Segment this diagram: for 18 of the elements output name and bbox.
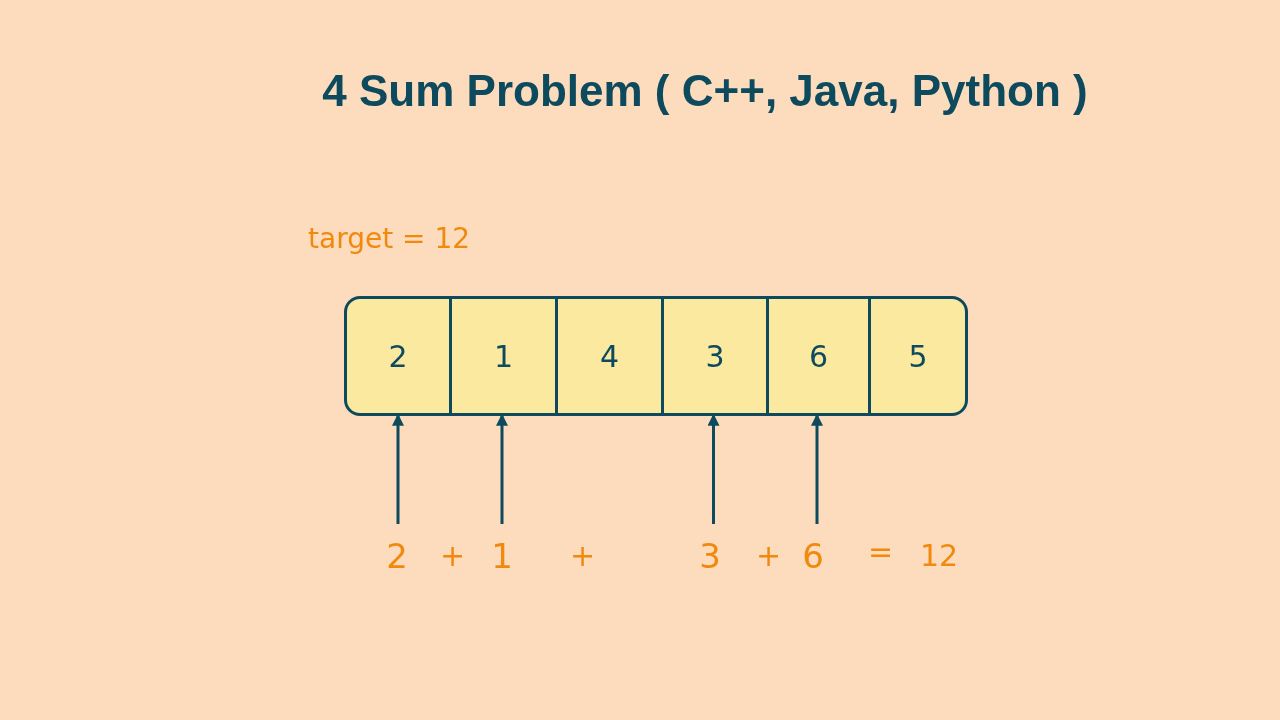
array-cell: 2: [347, 299, 449, 413]
title: 4 Sum Problem ( C++, Java, Python ): [321, 66, 1089, 116]
array-cell: 4: [555, 299, 661, 413]
array-cell: 5: [868, 299, 965, 413]
equation-symbol: +: [570, 538, 596, 573]
number: 3: [685, 530, 735, 582]
equation-symbol: =: [868, 534, 894, 569]
array-box: [344, 296, 968, 416]
array-cell: 3: [661, 299, 766, 413]
equation-symbol: +: [756, 538, 782, 573]
target-label: target = 12: [308, 222, 471, 255]
equation-symbol: +: [440, 538, 466, 573]
equation-symbol: 12: [920, 538, 959, 573]
array-cell: 6: [766, 299, 868, 413]
number: 2: [372, 530, 422, 582]
array-cell: 1: [449, 299, 555, 413]
number: 1: [477, 530, 527, 582]
number: 6: [788, 530, 838, 582]
